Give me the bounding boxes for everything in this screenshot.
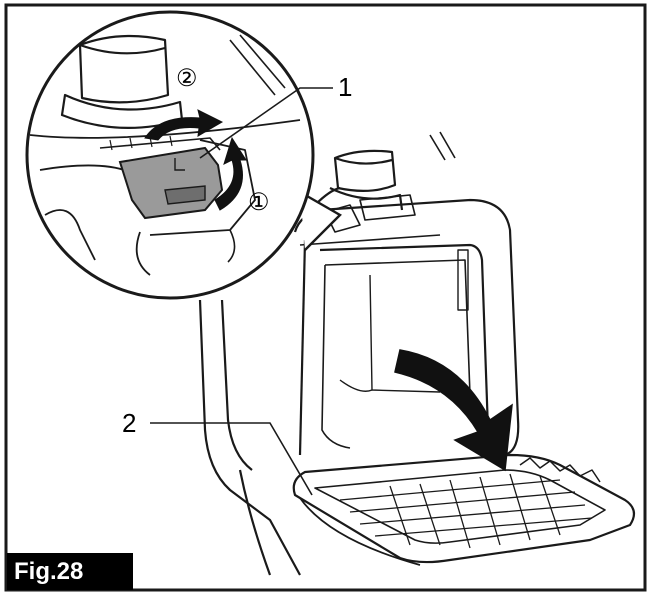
callout-part-1: 1 bbox=[338, 72, 353, 102]
detail-magnifier bbox=[25, 10, 342, 300]
figure-border bbox=[4, 3, 647, 592]
callout-part-2: 2 bbox=[122, 408, 137, 438]
step-2-arrow-icon bbox=[144, 109, 224, 141]
figure-label: Fig.28 bbox=[14, 558, 84, 585]
leader-lines bbox=[150, 87, 333, 496]
figure-label-box bbox=[7, 553, 133, 590]
callout-step-1: ① bbox=[248, 189, 270, 216]
open-direction-arrow-icon bbox=[394, 349, 513, 472]
filter-tray bbox=[292, 453, 636, 566]
step-1-arrow-icon bbox=[214, 136, 247, 211]
callout-step-2: ② bbox=[176, 65, 198, 92]
